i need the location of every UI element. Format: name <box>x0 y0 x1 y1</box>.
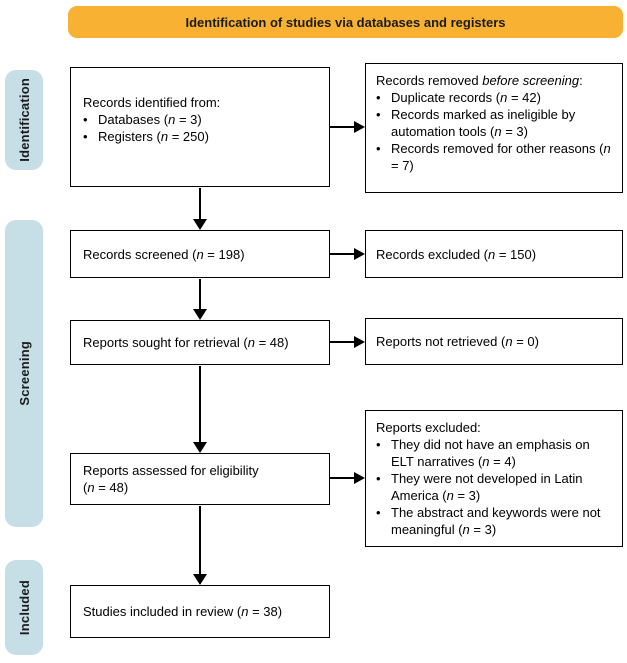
bullet-text: They did not have an emphasis on ELT nar… <box>391 437 590 469</box>
list-item: • Records removed for other reasons (n =… <box>376 140 614 174</box>
bullet-marker: • <box>376 107 381 122</box>
arrow-right-sought-to-not-retrieved <box>330 336 365 348</box>
bullet-text: Databases (n = 3) <box>98 112 202 127</box>
bullet-marker: • <box>376 505 381 520</box>
box-reports-assessed: Reports assessed for eligibility (n = 48… <box>70 453 330 505</box>
arrow-down-sought-to-assessed <box>193 366 207 453</box>
list-item: • Databases (n = 3) <box>83 111 317 128</box>
arrow-down-identified-to-screened <box>193 188 207 230</box>
bullet-text: The abstract and keywords were not meani… <box>391 505 601 537</box>
box-studies-included: Studies included in review (n = 38) <box>70 585 330 638</box>
box-records-removed: Records removed before screening: • Dupl… <box>365 63 623 193</box>
bullet-marker: • <box>83 129 88 144</box>
box-reports-excluded: Reports excluded: • They did not have an… <box>365 410 623 547</box>
bullet-text: Registers (n = 250) <box>98 129 209 144</box>
bullet-marker: • <box>376 141 381 156</box>
list-item: • They were not developed in Latin Ameri… <box>376 470 614 504</box>
bullet-text: Records marked as ineligible by automati… <box>391 107 576 139</box>
sidebar-stage-screening: Screening <box>5 220 43 527</box>
sidebar-stage-screening-label: Screening <box>16 341 32 406</box>
list-item: • The abstract and keywords were not mea… <box>376 504 614 538</box>
box-reports-sought: Reports sought for retrieval (n = 48) <box>70 320 330 365</box>
arrow-right-identified-to-removed <box>330 121 365 133</box>
sidebar-stage-identification-label: Identification <box>16 78 32 162</box>
box-records-identified: Records identified from: • Databases (n … <box>70 67 330 187</box>
bullet-text: They were not developed in Latin America… <box>391 471 583 503</box>
box-records-identified-title: Records identified from: <box>83 95 221 110</box>
banner-title: Identification of studies via databases … <box>68 6 623 38</box>
box-records-screened-label: Records screened (n = 198) <box>83 246 245 262</box>
box-reports-not-retrieved: Reports not retrieved (n = 0) <box>365 318 623 365</box>
box-reports-assessed-line1: Reports assessed for eligibility <box>83 463 259 478</box>
bullet-marker: • <box>376 471 381 486</box>
sidebar-stage-identification: Identification <box>5 70 43 170</box>
arrow-down-assessed-to-included <box>193 506 207 585</box>
bullet-marker: • <box>376 437 381 452</box>
box-reports-assessed-line2: (n = 48) <box>83 480 129 495</box>
box-reports-sought-label: Reports sought for retrieval (n = 48) <box>83 335 289 350</box>
sidebar-stage-included-label: Included <box>16 579 32 636</box>
arrow-down-screened-to-sought <box>193 279 207 320</box>
box-records-removed-title: Records removed before screening: <box>376 73 583 88</box>
arrow-right-assessed-to-reports-excluded <box>330 472 365 484</box>
box-reports-not-retrieved-label: Reports not retrieved (n = 0) <box>376 334 539 349</box>
bullet-text: Records removed for other reasons (n = 7… <box>391 141 611 173</box>
bullet-text: Duplicate records (n = 42) <box>391 90 541 105</box>
list-item: • They did not have an emphasis on ELT n… <box>376 436 614 470</box>
list-item: • Duplicate records (n = 42) <box>376 89 614 106</box>
list-item: • Registers (n = 250) <box>83 128 317 145</box>
box-records-excluded-label: Records excluded (n = 150) <box>376 246 537 262</box>
bullet-marker: • <box>376 90 381 105</box>
box-records-excluded: Records excluded (n = 150) <box>365 230 623 278</box>
box-records-screened: Records screened (n = 198) <box>70 230 330 278</box>
list-item: • Records marked as ineligible by automa… <box>376 106 614 140</box>
arrow-right-screened-to-excluded <box>330 248 365 260</box>
box-studies-included-label: Studies included in review (n = 38) <box>83 604 283 619</box>
sidebar-stage-included: Included <box>5 560 43 655</box>
bullet-marker: • <box>83 112 88 127</box>
box-reports-excluded-title: Reports excluded: <box>376 420 481 435</box>
